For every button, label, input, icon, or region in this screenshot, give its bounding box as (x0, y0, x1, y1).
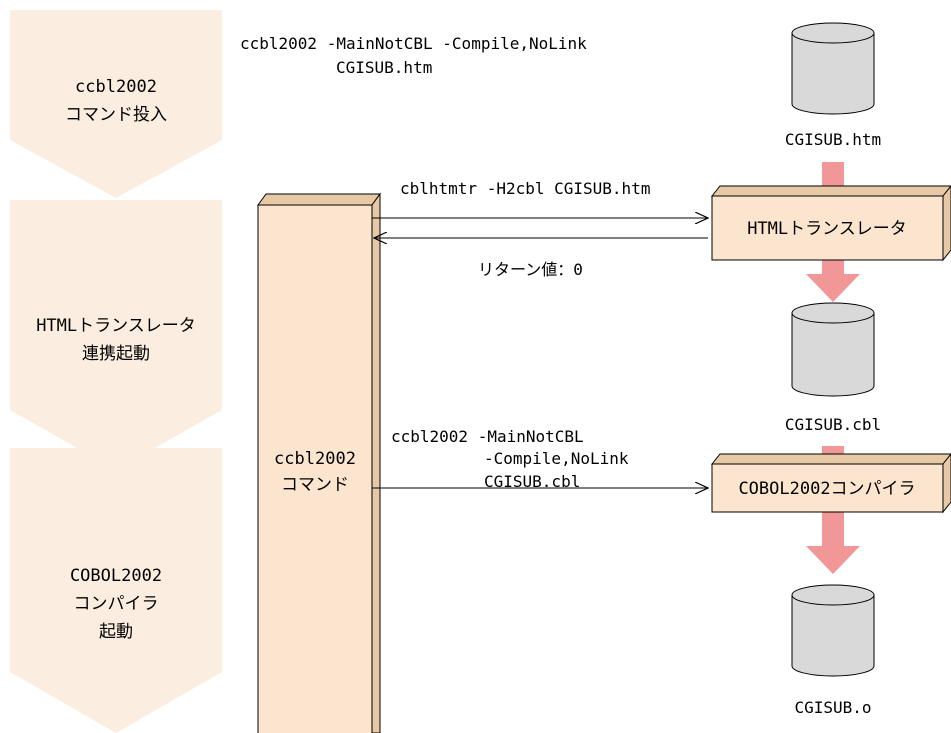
step-3: COBOL2002 コンパイラ 起動 (10, 448, 222, 733)
flow-arrow-1-head (806, 274, 860, 302)
step-1-label-line2: コマンド投入 (65, 105, 167, 125)
step-2-label-line2: 連携起動 (82, 344, 150, 364)
cylinder-o-top (791, 584, 875, 606)
cylinder-htm-top (791, 22, 875, 44)
compile-call-line3: CGISUB.cbl (484, 472, 580, 491)
compiler-box-top (710, 453, 951, 465)
file-label-cbl: CGISUB.cbl (785, 415, 881, 434)
ccbl-box-front (257, 204, 373, 733)
command-top-line2: CGISUB.htm (336, 58, 432, 77)
compiler-box-label: COBOL2002コンパイラ (738, 479, 915, 499)
translator-box-top (710, 185, 951, 197)
compile-call-line2: -Compile,NoLink (484, 449, 629, 468)
command-top-line1: ccbl2002 -MainNotCBL -Compile,NoLink (240, 34, 587, 53)
cobol-compiler-box: COBOL2002コンパイラ (710, 453, 951, 514)
ccbl-box-label-line2: コマンド (281, 475, 349, 495)
file-label-o: CGISUB.o (794, 698, 871, 717)
file-cylinder-o: CGISUB.o (791, 584, 875, 717)
translator-box-front (711, 195, 944, 261)
ccbl-box-side (371, 192, 381, 733)
step-3-shape (10, 448, 222, 733)
file-cylinder-htm: CGISUB.htm (785, 22, 881, 149)
cylinder-cbl-body (791, 313, 875, 397)
file-cylinder-cbl: CGISUB.cbl (785, 302, 881, 434)
cylinder-htm-body (791, 33, 875, 115)
flow-arrow-2-head (806, 546, 860, 574)
ccbl-box-label-line1: ccbl2002 (274, 449, 356, 469)
translator-box-side (942, 185, 951, 262)
translator-box-label: HTMLトランスレータ (747, 219, 907, 239)
step-2-label-line1: HTMLトランスレータ (36, 316, 196, 336)
compile-call-line1: ccbl2002 -MainNotCBL (391, 427, 584, 446)
compiler-box-side (942, 453, 951, 514)
file-label-htm: CGISUB.htm (785, 130, 881, 149)
ccbl-box-top (257, 193, 381, 206)
cylinder-o-body (791, 595, 875, 677)
step-1-label-line1: ccbl2002 (75, 77, 157, 97)
html-translator-box: HTMLトランスレータ (710, 185, 951, 262)
return-value-label: リターン値：0 (478, 260, 583, 279)
step-3-label-line3: 起動 (99, 622, 133, 642)
cylinder-cbl-top (791, 302, 875, 324)
step-3-label-line2: コンパイラ (74, 594, 159, 614)
ccbl2002-command-box: ccbl2002 コマンド (257, 192, 381, 733)
step-2-shape (10, 200, 222, 470)
translator-call-label: cblhtmtr -H2cbl CGISUB.htm (400, 179, 650, 198)
step-1: ccbl2002 コマンド投入 (10, 10, 222, 198)
compiler-box-front (711, 463, 944, 513)
step-3-label-line1: COBOL2002 (70, 566, 162, 586)
step-2: HTMLトランスレータ 連携起動 (10, 200, 222, 470)
step-1-shape (10, 10, 222, 198)
